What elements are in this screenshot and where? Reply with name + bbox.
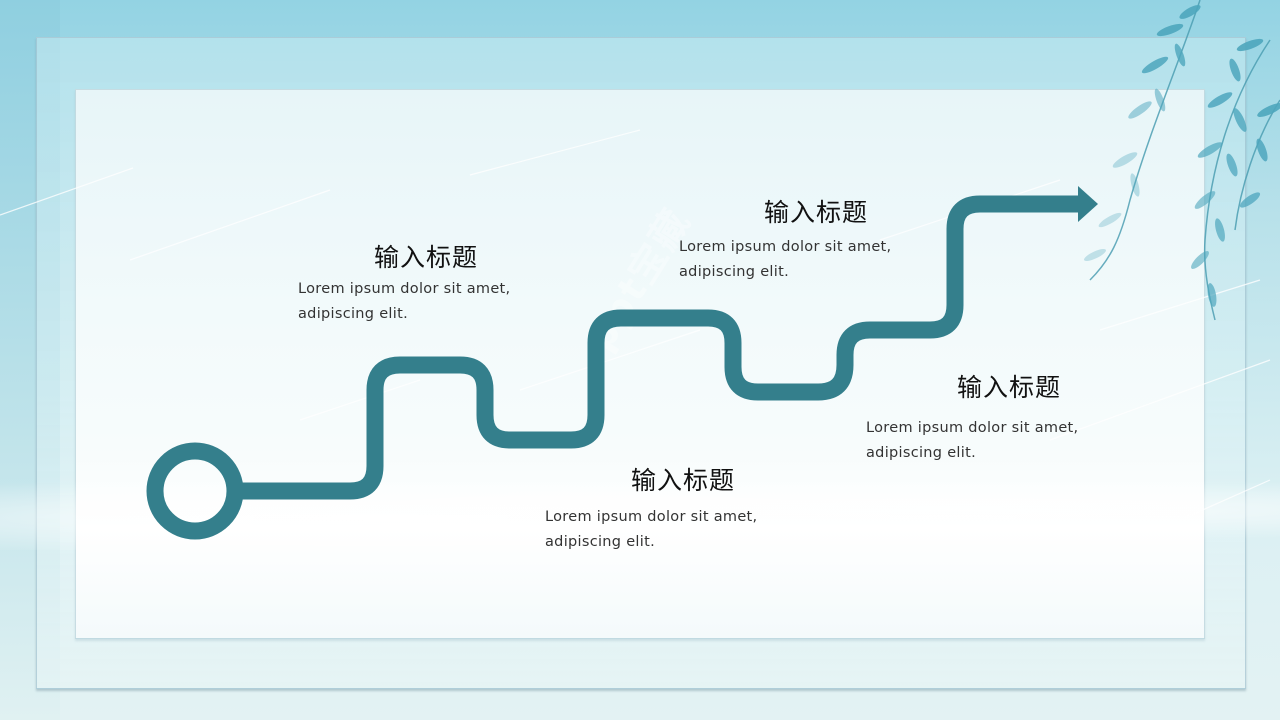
step-1-desc-line1: Lorem ipsum dolor sit amet, xyxy=(298,281,511,297)
step-2-desc-line1: Lorem ipsum dolor sit amet, xyxy=(545,509,758,525)
step-4-desc: Lorem ipsum dolor sit amet, adipiscing e… xyxy=(866,416,1078,465)
step-3-desc-line1: Lorem ipsum dolor sit amet, xyxy=(679,239,892,255)
ring-start-icon xyxy=(146,442,244,540)
step-2-title: 输入标题 xyxy=(631,466,736,495)
step-1-desc: Lorem ipsum dolor sit amet, adipiscing e… xyxy=(298,277,510,326)
step-4-desc-line2: adipiscing elit. xyxy=(866,444,976,461)
step-4-desc-line1: Lorem ipsum dolor sit amet, xyxy=(866,420,1079,436)
step-4-title: 输入标题 xyxy=(957,373,1062,402)
step-3-title: 输入标题 xyxy=(764,198,869,227)
step-2-desc: Lorem ipsum dolor sit amet, adipiscing e… xyxy=(545,505,757,554)
path-line xyxy=(235,195,1080,500)
step-3-desc: Lorem ipsum dolor sit amet, adipiscing e… xyxy=(679,235,891,284)
arrow-right-icon xyxy=(1078,186,1098,222)
step-1-desc-line2: adipiscing elit. xyxy=(298,305,408,322)
step-2-desc-line2: adipiscing elit. xyxy=(545,533,655,550)
step-3-desc-line2: adipiscing elit. xyxy=(679,263,789,280)
step-1-title: 输入标题 xyxy=(374,243,479,272)
